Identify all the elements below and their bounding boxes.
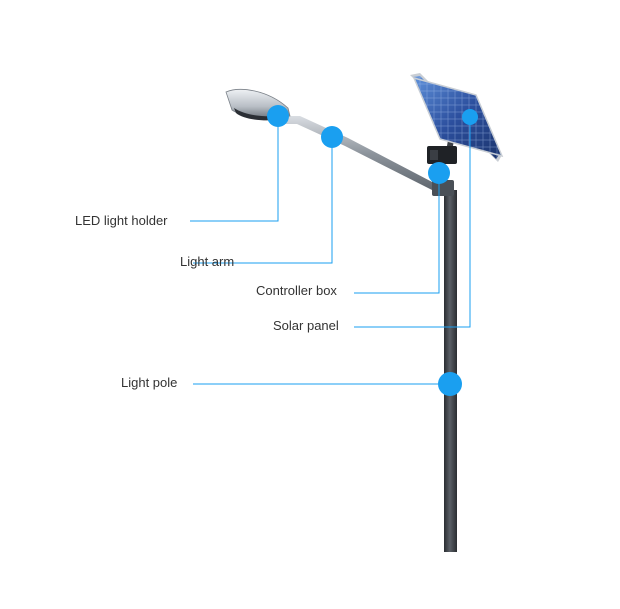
label-controller-box: Controller box (256, 283, 337, 298)
leader-arm (193, 137, 332, 263)
leader-controller (354, 173, 439, 293)
callout-dot-arm (321, 126, 343, 148)
leader-led (190, 116, 278, 221)
label-led-light-holder: LED light holder (75, 213, 168, 228)
callout-dot-controller (428, 162, 450, 184)
controller-box-detail (430, 150, 438, 160)
label-light-arm: Light arm (180, 254, 234, 269)
callout-dot-solar (462, 109, 478, 125)
light-pole (444, 190, 457, 552)
callout-dot-pole (438, 372, 462, 396)
callout-dot-led (267, 105, 289, 127)
light-arm (283, 116, 436, 192)
label-solar-panel: Solar panel (273, 318, 339, 333)
label-light-pole: Light pole (121, 375, 177, 390)
